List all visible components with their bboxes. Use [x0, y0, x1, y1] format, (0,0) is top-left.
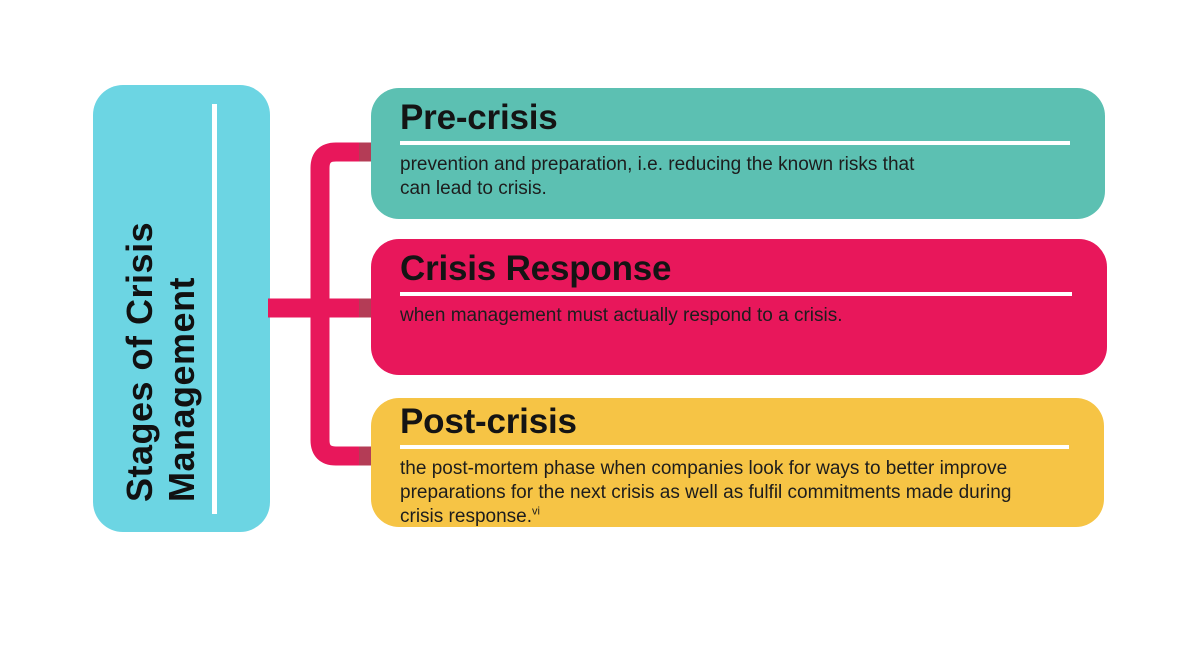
title-underline — [400, 445, 1069, 449]
connector-tip-middle — [359, 298, 371, 318]
stage-box-pre-crisis: Pre-crisis prevention and preparation, i… — [371, 88, 1105, 219]
stage-description: the post-mortem phase when companies loo… — [400, 457, 1069, 529]
title-underline — [400, 141, 1070, 145]
sidebar-rotated-content: Stages of Crisis Management — [119, 103, 217, 514]
stage-title: Pre-crisis — [400, 98, 558, 137]
footnote-marker: vi — [532, 505, 540, 518]
stage-label-box: Stages of Crisis Management — [93, 85, 270, 532]
stage-title: Crisis Response — [400, 249, 672, 288]
sidebar-title: Stages of Crisis Management — [119, 104, 203, 514]
stage-description: prevention and preparation, i.e. reducin… — [400, 154, 915, 199]
sidebar-title-line1: Stages of Crisis — [118, 221, 160, 502]
connector-tip-top — [359, 142, 371, 162]
stage-title: Post-crisis — [400, 402, 577, 441]
connector-bracket — [310, 142, 371, 466]
stage-box-post-crisis: Post-crisis the post-mortem phase when c… — [371, 398, 1104, 527]
connector-tip-bottom — [359, 446, 371, 466]
stage-box-crisis-response: Crisis Response when management must act… — [371, 239, 1107, 375]
sidebar-underline — [211, 103, 217, 514]
stage-description-text: the post-mortem phase when companies loo… — [400, 458, 1012, 527]
stage-description: when management must actually respond to… — [400, 305, 843, 326]
sidebar-title-line2: Management — [160, 276, 202, 502]
title-underline — [400, 292, 1072, 296]
